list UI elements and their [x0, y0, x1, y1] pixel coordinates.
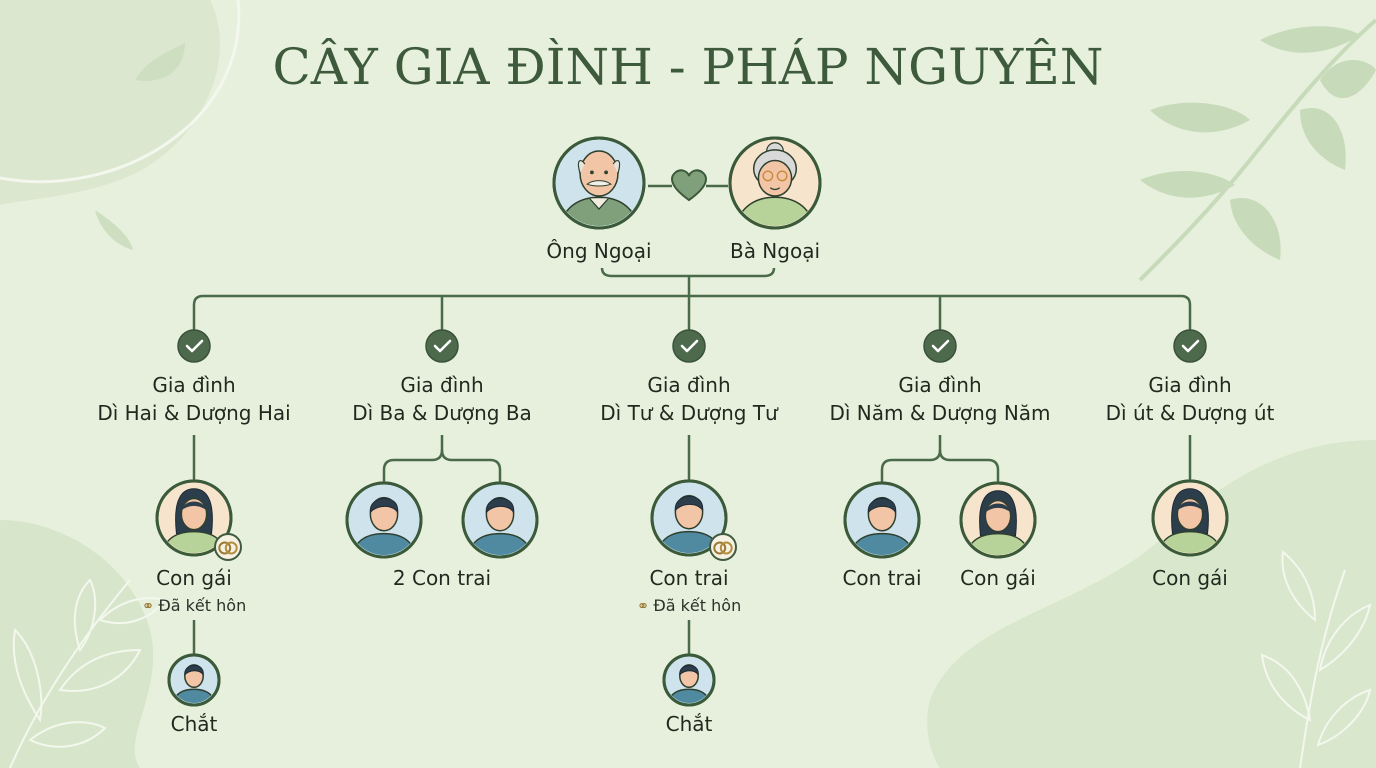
avatar-grandmother: [728, 136, 822, 230]
heart-icon: [671, 169, 707, 202]
family-title-line1: Gia đình: [400, 373, 484, 397]
children-label: Con trai: [649, 566, 729, 590]
avatar-child-female: [959, 481, 1037, 559]
married-status: ⚭Đã kết hôn: [636, 596, 742, 615]
married-rings-icon: [214, 533, 242, 561]
avatar-child-female: [1151, 479, 1229, 557]
avatar-child-male: [843, 481, 921, 559]
avatar-grandfather: [552, 136, 646, 230]
child-connector-left: [382, 435, 444, 482]
family-title-line1: Gia đình: [898, 373, 982, 397]
checkmark-icon: [1173, 329, 1207, 363]
avatar-great-grandchild: [167, 653, 221, 707]
avatar-child-male: [650, 479, 728, 557]
married-rings-icon: ⚭: [141, 597, 155, 615]
avatar-child-male: [345, 481, 423, 559]
couple-bracket: [600, 267, 776, 278]
branch-bottom-left: [9, 578, 167, 768]
children-label: 2 Con trai: [392, 566, 492, 590]
child-connector-right: [938, 449, 1000, 482]
children-label: Con gái: [156, 566, 232, 590]
family-title-line2: Dì Ba & Dượng Ba: [352, 401, 532, 425]
children-label: Con gái: [1152, 566, 1228, 590]
family-title-line2: Dì út & Dượng út: [1105, 401, 1275, 425]
married-status: ⚭Đã kết hôn: [141, 596, 247, 615]
leaf-top-left-2: [95, 210, 133, 250]
blob-bottom-right: [927, 440, 1376, 768]
family-title-line2: Dì Hai & Dượng Hai: [97, 401, 291, 425]
page-title: CÂY GIA ĐÌNH - PHÁP NGUYÊN: [272, 38, 1104, 96]
arc-top-left: [0, 0, 241, 184]
leaf-top-left-1: [135, 42, 185, 81]
great-grandchild-label: Chắt: [170, 712, 218, 736]
grandmother-name: Bà Ngoại: [729, 239, 821, 263]
child-connector-left: [880, 435, 942, 482]
married-rings-icon: ⚭: [636, 597, 650, 615]
grandfather-name: Ông Ngoại: [546, 239, 652, 263]
branch-bottom-right: [1260, 550, 1372, 768]
checkmark-icon: [923, 329, 957, 363]
family-title-line2: Dì Năm & Dượng Năm: [829, 401, 1051, 425]
avatar-child-female: [155, 479, 233, 557]
checkmark-icon: [177, 329, 211, 363]
avatar-great-grandchild: [662, 653, 716, 707]
avatar-child-male: [461, 481, 539, 559]
family-title-line2: Dì Tư & Dượng Tư: [600, 401, 778, 425]
branch-bus: [192, 294, 1192, 330]
great-grandchild-label: Chắt: [665, 712, 713, 736]
family-title-line1: Gia đình: [1148, 373, 1232, 397]
married-rings-icon: [709, 533, 737, 561]
checkmark-icon: [672, 329, 706, 363]
checkmark-icon: [425, 329, 459, 363]
child-label: Con trai: [842, 566, 922, 590]
child-connector-right: [440, 449, 502, 482]
child-label: Con gái: [960, 566, 1036, 590]
family-title-line1: Gia đình: [647, 373, 731, 397]
branch-top-right: [1138, 18, 1376, 282]
blob-bottom-left: [0, 520, 154, 768]
blob-top-left: [0, 0, 220, 205]
family-title-line1: Gia đình: [152, 373, 236, 397]
